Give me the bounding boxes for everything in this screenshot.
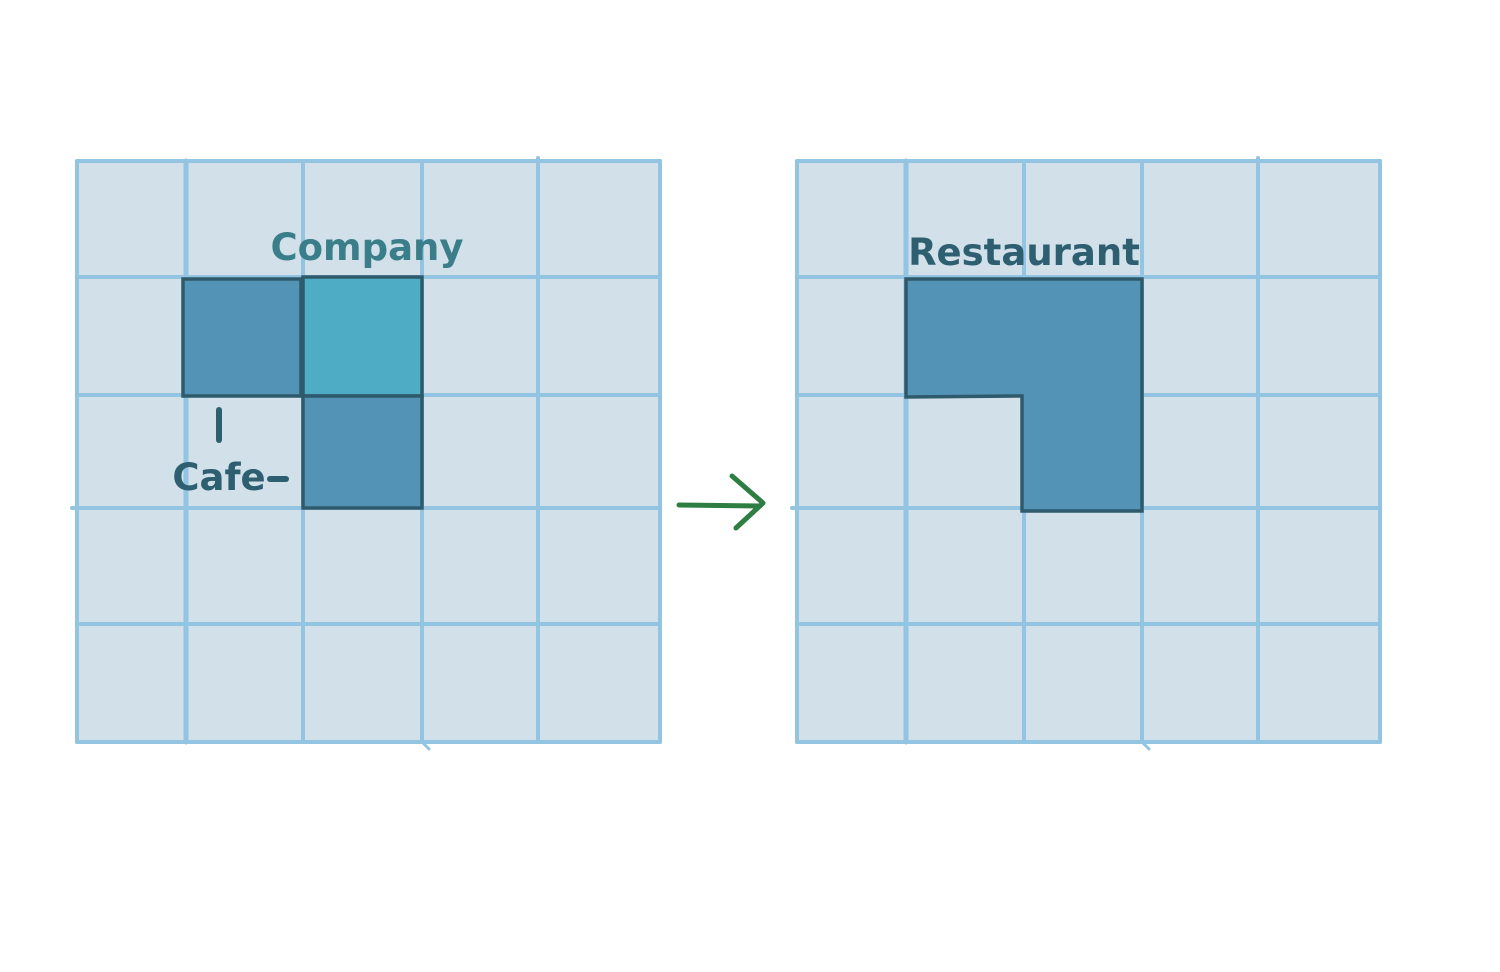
- merge-arrow-icon: [676, 473, 766, 531]
- company-tile[interactable]: [301, 275, 424, 398]
- after-grid: Restaurant: [790, 156, 1382, 751]
- restaurant-tile[interactable]: [904, 277, 1144, 513]
- company-label: Company: [270, 226, 463, 269]
- cafe-tile[interactable]: [181, 277, 303, 398]
- cafe-tile-lower[interactable]: [301, 394, 424, 510]
- restaurant-label: Restaurant: [908, 231, 1140, 274]
- before-grid: Company Cafe: [70, 156, 662, 751]
- cafe-label: Cafe: [172, 456, 265, 499]
